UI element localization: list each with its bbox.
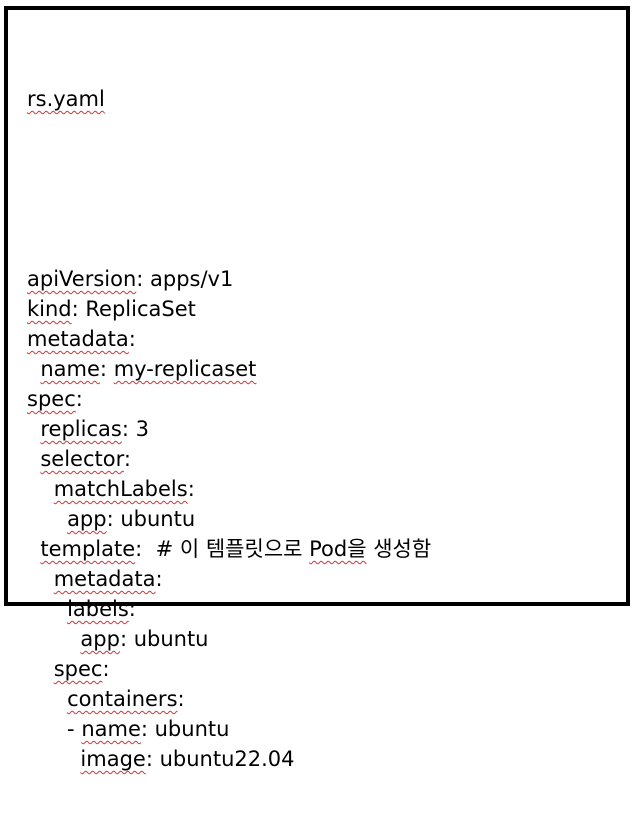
yaml-line: replicas: 3 <box>27 414 431 444</box>
yaml-key: kind <box>27 297 72 321</box>
yaml-value: : <box>75 387 83 411</box>
filename-line: rs.yaml <box>27 84 431 114</box>
blank-line <box>27 174 431 204</box>
yaml-line: labels: <box>27 594 431 624</box>
yaml-line: containers: <box>27 684 431 714</box>
yaml-line: metadata: <box>27 324 431 354</box>
yaml-indent <box>27 567 54 591</box>
yaml-value: : ReplicaSet <box>71 297 196 321</box>
yaml-key: selector <box>40 447 124 471</box>
yaml-value: : ubuntu <box>119 627 209 651</box>
yaml-value: : ubuntu <box>106 507 196 531</box>
yaml-value: : 3 <box>121 417 149 441</box>
yaml-key: matchLabels <box>53 477 188 501</box>
yaml-key: labels <box>67 597 129 621</box>
yaml-comment-tail: 생성함 <box>366 537 432 561</box>
yaml-indent <box>27 687 67 711</box>
yaml-key: name <box>40 357 100 381</box>
yaml-indent <box>27 447 40 471</box>
yaml-value: : apps/v1 <box>136 267 234 291</box>
yaml-value: : <box>128 327 136 351</box>
yaml-line: metadata: <box>27 564 431 594</box>
yaml-key: image <box>80 747 146 771</box>
yaml-indent <box>27 627 80 651</box>
yaml-line: app: ubuntu <box>27 504 431 534</box>
yaml-key: metadata <box>27 327 129 351</box>
yaml-line: spec: <box>27 654 431 684</box>
yaml-value: : <box>155 567 163 591</box>
yaml-line: name: my-replicaset <box>27 354 431 384</box>
yaml-line: matchLabels: <box>27 474 431 504</box>
filename: rs.yaml <box>27 87 105 111</box>
yaml-indent <box>27 417 40 441</box>
yaml-value: : ubuntu22.04 <box>145 747 295 771</box>
yaml-indent <box>27 597 67 621</box>
yaml-line: - name: ubuntu <box>27 714 431 744</box>
yaml-key: app <box>67 507 107 531</box>
yaml-key: template <box>40 537 136 561</box>
yaml-line: kind: ReplicaSet <box>27 294 431 324</box>
yaml-key: replicas <box>40 417 122 441</box>
yaml-value: : <box>123 447 131 471</box>
yaml-line: app: ubuntu <box>27 624 431 654</box>
yaml-value: : ubuntu <box>140 717 230 741</box>
yaml-value-word: Pod을 <box>309 537 367 561</box>
yaml-key: containers <box>67 687 178 711</box>
yaml-value: : <box>187 477 195 501</box>
yaml-key: name <box>81 717 141 741</box>
yaml-indent: - <box>27 717 82 741</box>
yaml-indent <box>27 657 54 681</box>
yaml-indent <box>27 477 54 501</box>
yaml-line: template: # 이 템플릿으로 Pod을 생성함 <box>27 534 431 564</box>
yaml-key: spec <box>27 387 76 411</box>
yaml-line: apiVersion: apps/v1 <box>27 264 431 294</box>
yaml-value: : <box>102 657 110 681</box>
yaml-value: : <box>99 357 114 381</box>
yaml-line: image: ubuntu22.04 <box>27 744 431 774</box>
yaml-value: : <box>128 597 136 621</box>
yaml-line: spec: <box>27 384 431 414</box>
yaml-value: : <box>177 687 185 711</box>
yaml-indent <box>27 507 67 531</box>
yaml-value-word: my-replicaset <box>113 357 257 381</box>
yaml-indent <box>27 747 80 771</box>
yaml-value: : # 이 템플릿으로 <box>135 537 310 561</box>
yaml-key: apiVersion <box>27 267 137 291</box>
yaml-line: selector: <box>27 444 431 474</box>
yaml-key: app <box>80 627 120 651</box>
yaml-key: metadata <box>53 567 156 591</box>
yaml-indent <box>27 357 40 381</box>
yaml-key: spec <box>53 657 103 681</box>
yaml-indent <box>27 537 40 561</box>
